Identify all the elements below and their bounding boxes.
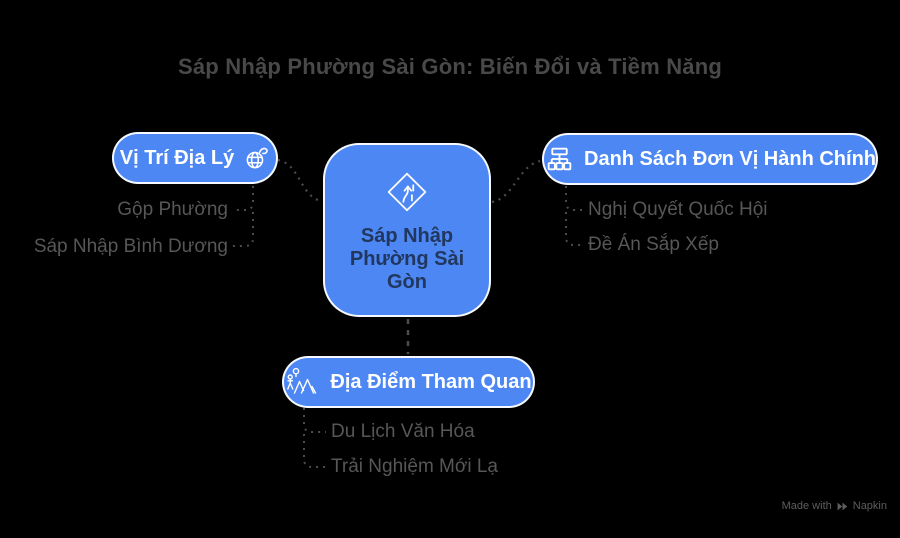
subitem-du-lich-van-hoa[interactable]: Du Lịch Văn Hóa — [331, 421, 475, 442]
subitem-trai-nghiem-moi-la[interactable]: Trải Nghiệm Mới Lạ — [331, 456, 498, 477]
connector-left-children — [232, 186, 254, 211]
subitem-nghi-quyet-quoc-hoi[interactable]: Nghị Quyết Quốc Hội — [588, 199, 768, 220]
branch-label: Vị Trí Địa Lý — [119, 146, 235, 169]
center-node-label: Sáp Nhập Phường Sài Gòn — [349, 225, 465, 293]
connector-center-to-right — [491, 159, 541, 204]
subitem-sap-nhap-binh-duong[interactable]: Sáp Nhập Bình Dương — [33, 236, 228, 257]
watermark-prefix: Made with — [781, 500, 832, 512]
branch-label: Địa Điểm Tham Quan — [330, 370, 532, 393]
watermark-brand: Napkin — [852, 500, 887, 512]
globe-icon — [243, 145, 270, 172]
merge-road-sign-icon — [382, 167, 432, 217]
watermark[interactable]: Made with Napkin — [782, 500, 887, 512]
napkin-logo-icon — [837, 501, 848, 512]
subitem-de-an-sap-xep[interactable]: Đề Án Sắp Xếp — [588, 234, 719, 255]
diagram-title: Sáp Nhập Phường Sài Gòn: Biến Đổi và Tiề… — [178, 54, 722, 79]
branch-node-attractions[interactable]: Địa Điểm Tham Quan — [282, 356, 535, 408]
connector-right-children — [565, 186, 584, 211]
branch-label: Danh Sách Đơn Vị Hành Chính — [584, 147, 877, 170]
hikers-mountains-icon — [285, 366, 321, 398]
branch-node-geography[interactable]: Vị Trí Địa Lý — [112, 132, 278, 184]
connector-bottom-children — [303, 408, 326, 433]
branch-node-admin-units[interactable]: Danh Sách Đơn Vị Hành Chính — [542, 133, 878, 185]
center-node[interactable]: Sáp Nhập Phường Sài Gòn — [323, 143, 491, 317]
connector-left-to-center — [277, 158, 322, 203]
subitem-gop-phuong[interactable]: Gộp Phường — [117, 199, 228, 220]
org-chart-icon — [544, 144, 575, 175]
